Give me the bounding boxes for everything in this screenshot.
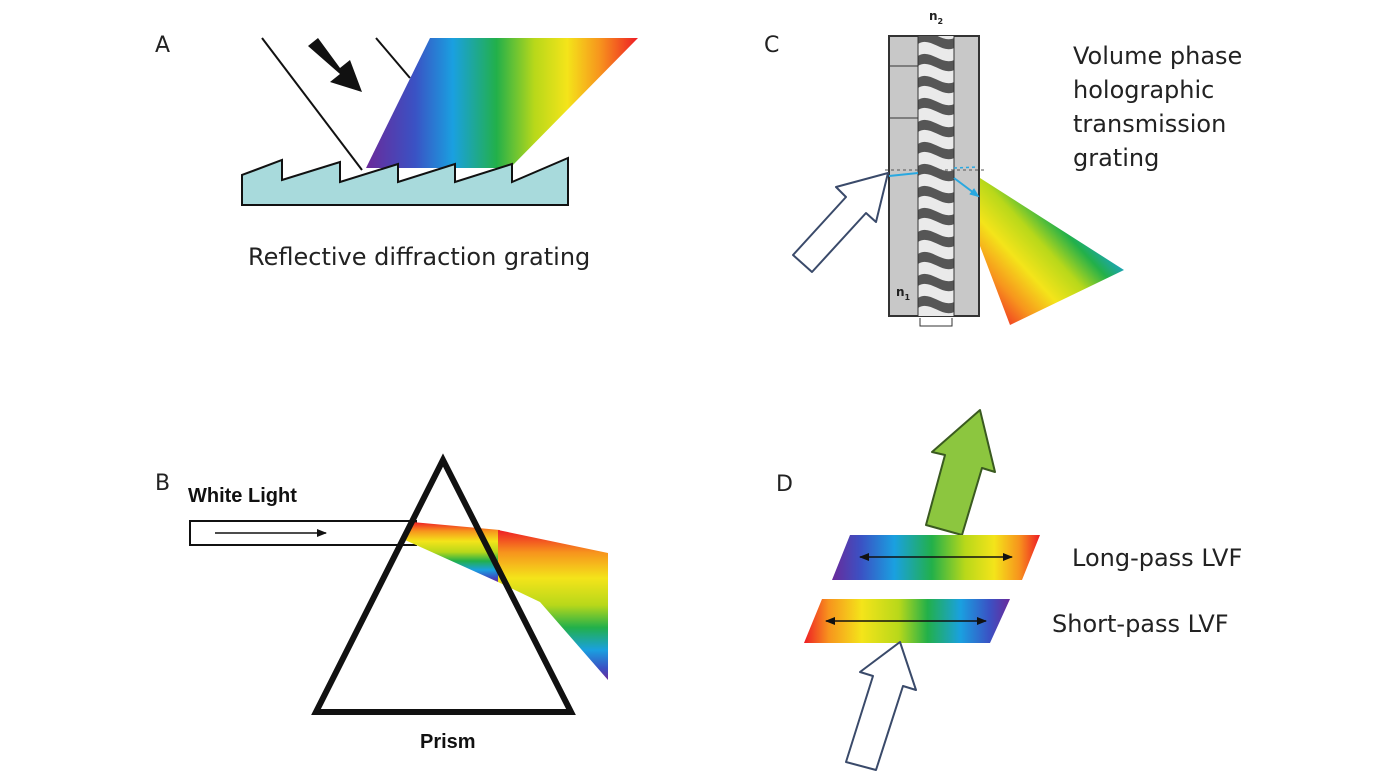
panel-c: C n2 n1 Volume phase holographic transmi… [764, 9, 1242, 327]
diffracted-spectrum [366, 38, 638, 168]
fringe-band [918, 36, 954, 50]
fringe-pattern [918, 36, 954, 314]
period-marker [919, 318, 953, 327]
panel-a: A Reflective diffraction grating [155, 33, 638, 271]
white-light-label: White Light [188, 485, 297, 507]
grating-teeth [241, 156, 569, 206]
panel-d-letter: D [776, 472, 793, 497]
refracted-ray [888, 172, 919, 177]
panel-b: B White Light Prism [155, 453, 608, 753]
panel-a-letter: A [155, 33, 170, 58]
panel-d: D Long-pass LVF Short-pass LVF [776, 409, 1242, 771]
panel-c-title-line-4: grating [1073, 144, 1159, 172]
panel-c-title-line-3: transmission [1073, 110, 1226, 138]
panel-a-caption: Reflective diffraction grating [248, 243, 590, 271]
short-pass-label: Short-pass LVF [1052, 610, 1229, 638]
incident-ray-left [261, 37, 363, 171]
fringe-band [918, 119, 954, 138]
long-pass-label: Long-pass LVF [1072, 544, 1242, 572]
panel-c-title-line-1: Volume phase [1073, 42, 1242, 70]
diffracted-ray [953, 177, 980, 198]
panel-b-letter: B [155, 471, 170, 496]
fringe-band [918, 207, 954, 226]
panel-c-title-line-2: holographic [1073, 76, 1214, 104]
n1-label: n1 [896, 285, 911, 302]
input-light-arrow [792, 172, 889, 273]
fringe-band [918, 185, 954, 204]
panel-c-letter: C [764, 33, 779, 58]
incident-ray-right [375, 37, 411, 79]
fringe-band [918, 251, 954, 270]
output-arrow [925, 409, 996, 536]
prism-caption: Prism [420, 731, 476, 753]
incident-arrow [308, 38, 362, 92]
fringe-band [918, 163, 954, 182]
fringe-band [918, 141, 954, 160]
fringe-band [918, 273, 954, 292]
fringe-band [918, 229, 954, 248]
fringe-band [918, 75, 954, 94]
n2-label: n2 [929, 9, 943, 26]
fringe-band [918, 53, 954, 72]
zero-order-ray [953, 166, 979, 169]
internal-spectrum [405, 522, 500, 582]
fringe-band [918, 97, 954, 116]
output-spectrum [980, 178, 1124, 325]
fringe-band [918, 295, 954, 314]
input-light-arrow-d [845, 641, 917, 771]
prism [311, 453, 576, 715]
dispersed-spectrum [498, 530, 608, 680]
